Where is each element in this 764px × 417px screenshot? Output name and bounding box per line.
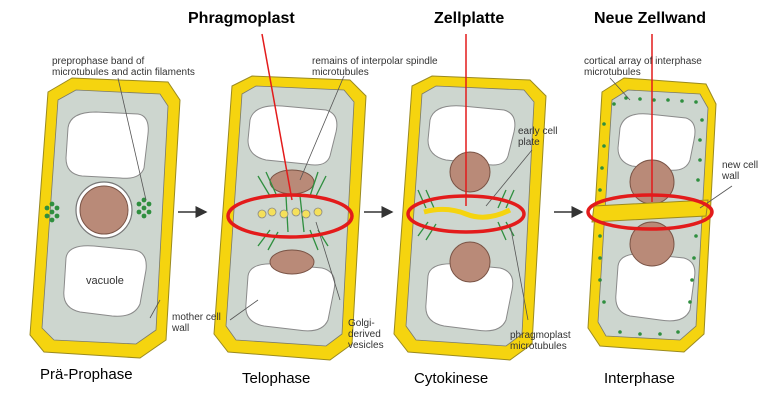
header-phragmoplast: Phragmoplast (188, 10, 295, 27)
cortical-microtubules (598, 96, 704, 336)
phase-label-cytokinese: Cytokinese (414, 370, 489, 387)
nucleus (79, 185, 129, 235)
annotation-remains-interpolar: remains of interpolar spindle microtubul… (312, 56, 438, 78)
golgi-vesicles (257, 207, 323, 219)
annotation-cortical-array: cortical array of interphase microtubule… (584, 56, 702, 78)
annotation-mother-cell-wall: mother cell wall (172, 312, 221, 334)
phase-label-telophase: Telophase (242, 370, 311, 387)
annotation-preprophase-band: preprophase band of microtubules and act… (52, 56, 195, 78)
cell-telophase (213, 33, 367, 361)
cell-preprophase (29, 77, 181, 359)
header-neue-zellwand: Neue Zellwand (594, 10, 707, 27)
cell-interphase (586, 34, 733, 353)
annotation-new-cell-wall: new cell wall (722, 160, 759, 182)
annotation-golgi-vesicles: Golgi-derived vesicles (348, 318, 384, 351)
neue-zellwand-highlight (586, 193, 714, 231)
phragmoplast-pointer (261, 33, 293, 201)
annotation-early-cell-plate: early cell plate (518, 126, 558, 148)
vacuole-bottom (63, 245, 147, 317)
phase-label-praeprophase: Prä-Prophase (40, 366, 133, 383)
phragmoplast-highlight (226, 193, 354, 239)
zellplatte-highlight (406, 194, 526, 234)
annotation-phragmoplast-microtubules: phragmoplast microtubules (510, 330, 571, 352)
phase-label-interphase: Interphase (604, 370, 675, 387)
preprophase-band-left (44, 201, 60, 223)
preprophase-band-right (136, 197, 152, 219)
cell-plate (423, 206, 512, 220)
annotation-vacuole: vacuole (86, 275, 124, 287)
vacuole-top (65, 111, 149, 179)
cell-cytokinese (393, 34, 547, 361)
header-zellplatte: Zellplatte (434, 10, 505, 27)
